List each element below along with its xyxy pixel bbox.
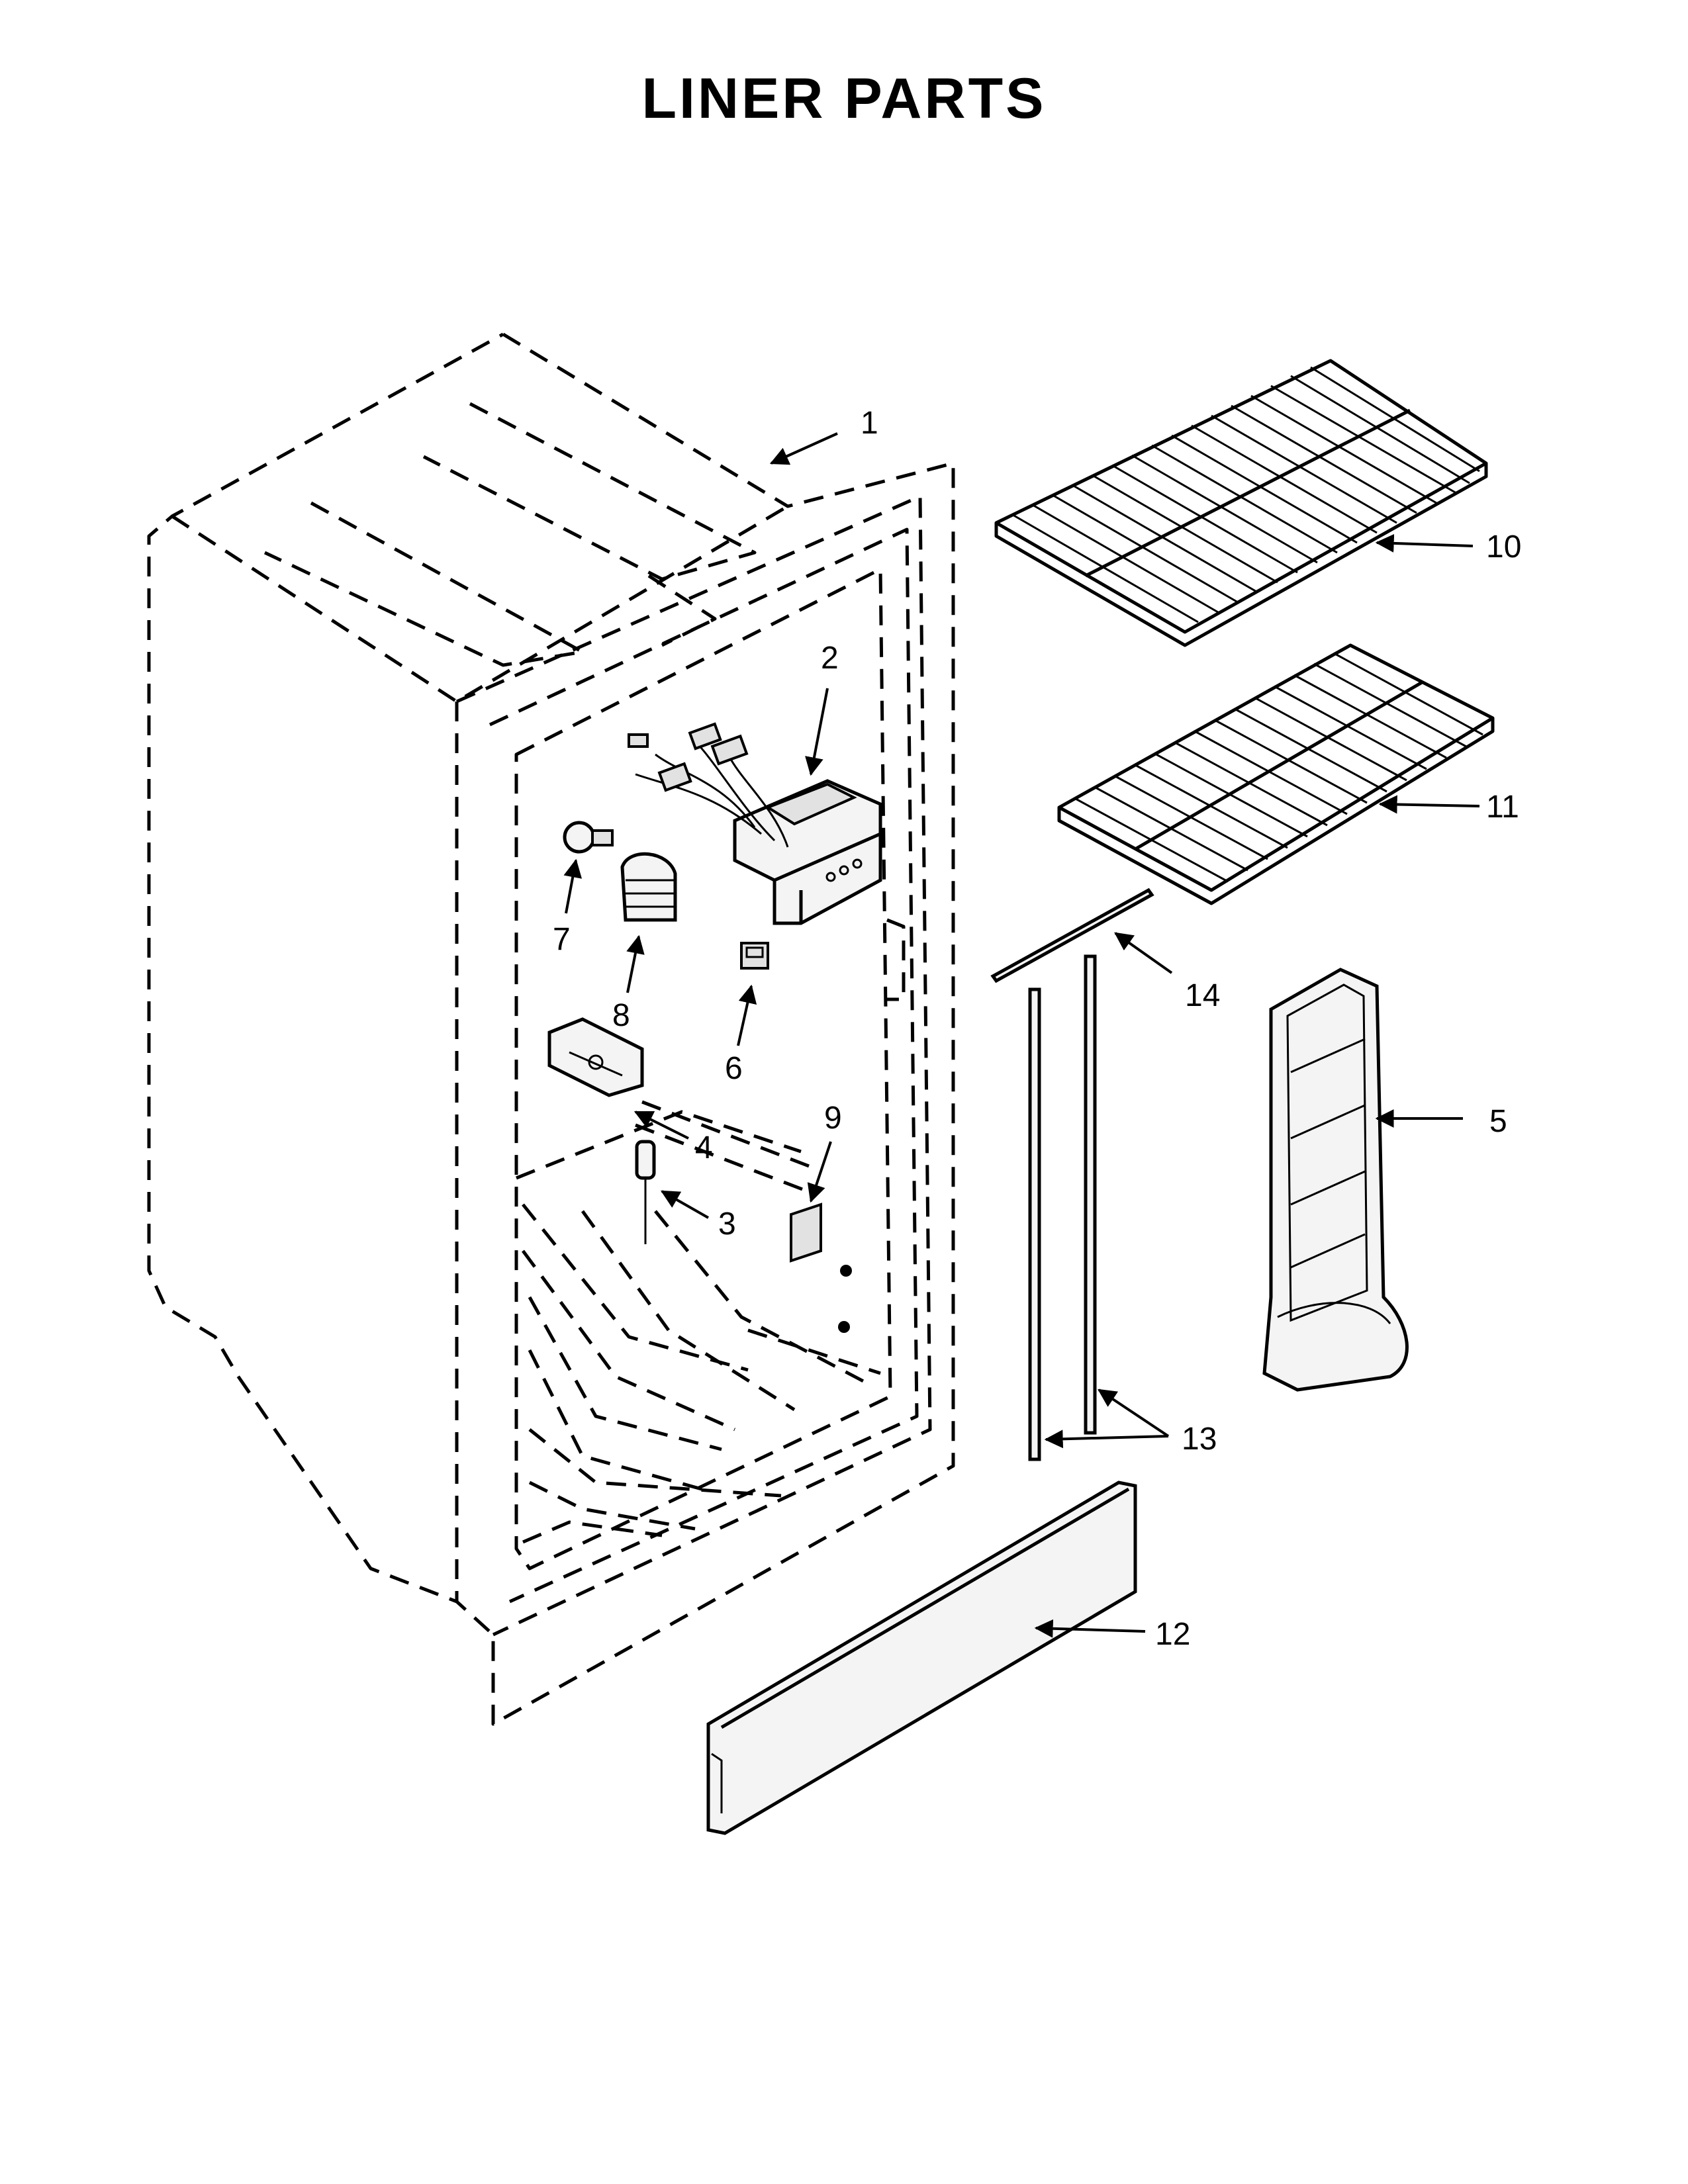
- leader-14: [1114, 932, 1173, 974]
- sensor-probe: [635, 1140, 656, 1244]
- callout-8: 8: [612, 998, 630, 1033]
- upper-wire-shelf: [994, 359, 1488, 647]
- liner-hole: [840, 1265, 852, 1277]
- leader-1: [769, 432, 838, 465]
- light-shield: [620, 852, 677, 922]
- callout-5: 5: [1489, 1104, 1507, 1139]
- side-trim-strips: [1028, 954, 1097, 1461]
- leader-12: [1034, 1619, 1146, 1638]
- info-label: [790, 1203, 822, 1263]
- leader-lines: [563, 432, 1480, 1638]
- callout-9: 9: [824, 1101, 842, 1136]
- control-housing: [628, 722, 882, 925]
- cabinet-liner: [147, 332, 955, 1726]
- liner-hole: [838, 1321, 850, 1333]
- lower-wire-shelf: [1057, 643, 1495, 905]
- light-housing: [547, 1017, 644, 1097]
- page-title: LINER PARTS: [641, 67, 1047, 130]
- door-switch: [740, 942, 769, 970]
- bottom-kick-plate: [706, 1480, 1137, 1835]
- leader-7: [563, 858, 583, 914]
- leader-4: [633, 1111, 689, 1140]
- air-duct-panel: [1262, 968, 1409, 1392]
- leader-13b: [1098, 1388, 1170, 1437]
- callout-10: 10: [1486, 529, 1521, 565]
- leader-3: [660, 1190, 709, 1219]
- callout-14: 14: [1185, 978, 1220, 1013]
- leader-2: [805, 688, 829, 776]
- leader-11: [1378, 795, 1480, 814]
- leader-10: [1375, 533, 1474, 553]
- callout-1: 1: [861, 406, 878, 441]
- leader-8: [626, 934, 645, 993]
- callout-labels: 1 2 3 4 5 6 7 8 9 10 11 12 13 14: [553, 406, 1521, 1652]
- callout-6: 6: [725, 1051, 743, 1086]
- leader-13a: [1044, 1430, 1169, 1449]
- light-bulb: [563, 821, 614, 854]
- callout-13: 13: [1182, 1422, 1217, 1457]
- top-trim-strip: [990, 887, 1154, 983]
- leader-6: [737, 984, 757, 1046]
- leader-9: [807, 1141, 832, 1203]
- callout-12: 12: [1155, 1617, 1190, 1652]
- callout-7: 7: [553, 922, 571, 957]
- callout-11: 11: [1486, 790, 1519, 825]
- callout-3: 3: [718, 1206, 736, 1242]
- callout-2: 2: [821, 641, 839, 676]
- callout-4: 4: [695, 1130, 713, 1165]
